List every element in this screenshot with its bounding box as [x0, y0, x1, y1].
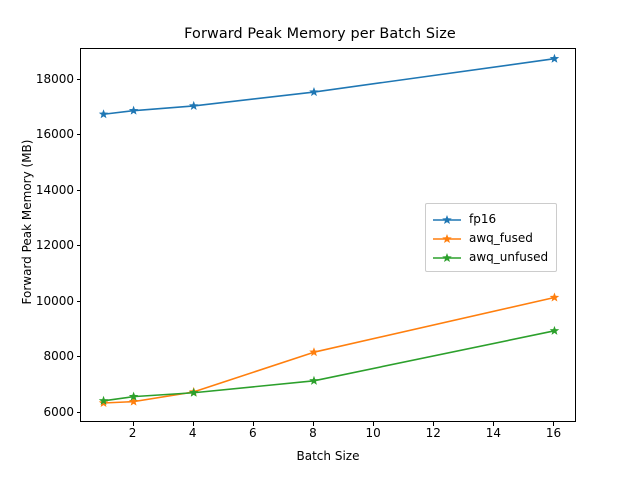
data-point-marker — [188, 387, 199, 397]
data-point-marker — [309, 375, 319, 385]
data-point-marker — [128, 105, 139, 115]
data-point-marker — [128, 396, 139, 406]
y-tick-label: 8000 — [43, 349, 74, 364]
legend-line-marker-icon — [432, 250, 462, 264]
x-axis-label: Batch Size — [296, 449, 360, 463]
chart-title: Forward Peak Memory per Batch Size — [184, 26, 456, 42]
y-tick-label: 10000 — [35, 293, 74, 308]
x-tick-mark — [132, 422, 134, 426]
series-awq_fused — [98, 292, 560, 408]
x-tick-mark — [493, 422, 495, 426]
y-tick-label: 16000 — [35, 127, 74, 142]
data-point-marker — [549, 292, 560, 302]
x-tick-mark — [433, 422, 435, 426]
y-tick-label-group: 6000 8000 10000 12000 14000 16000 18000 — [20, 48, 74, 422]
plot-axes — [80, 48, 576, 422]
x-tick-mark — [252, 422, 254, 426]
x-tick-label: 16 — [545, 426, 562, 440]
legend-item-awq_unfused: awq_unfused — [432, 247, 548, 266]
x-tick-mark — [373, 422, 375, 426]
y-axis-label: Forward Peak Memory (MB) — [20, 139, 34, 305]
series-awq_unfused — [98, 325, 560, 405]
y-tick-label: 18000 — [35, 71, 74, 86]
x-tick-mark — [312, 422, 314, 426]
x-tick-label: 2 — [128, 426, 137, 440]
x-tick-label-group: 2 4 6 8 10 12 14 16 — [80, 426, 576, 446]
chart-legend: fp16 awq_fused awq_unfused — [425, 203, 558, 272]
x-tick-label: 14 — [485, 426, 501, 440]
legend-item-awq_fused: awq_fused — [432, 228, 548, 247]
legend-label: awq_unfused — [469, 249, 549, 264]
legend-line-marker-icon — [432, 212, 462, 226]
x-tick-label: 10 — [365, 426, 381, 440]
data-point-marker — [309, 87, 319, 97]
series-line — [102, 57, 556, 116]
series-lines — [98, 53, 560, 408]
y-tick-mark — [76, 356, 80, 358]
y-tick-label: 12000 — [35, 238, 74, 253]
legend-item-fp16: fp16 — [432, 209, 548, 228]
data-point-marker — [549, 53, 560, 63]
y-tick-label: 14000 — [35, 182, 74, 197]
x-tick-mark — [192, 422, 194, 426]
y-tick-mark — [76, 189, 80, 191]
x-tick-mark — [553, 422, 555, 426]
x-tick-label: 12 — [425, 426, 441, 440]
data-point-marker — [98, 109, 109, 119]
data-point-marker — [549, 325, 560, 335]
x-tick-label: 4 — [188, 426, 197, 440]
y-tick-label: 6000 — [43, 404, 74, 419]
y-tick-mark — [76, 300, 80, 302]
plot-area — [81, 49, 575, 421]
data-point-marker — [188, 100, 199, 110]
x-tick-label: 6 — [249, 426, 257, 440]
y-tick-mark — [76, 78, 80, 80]
series-line — [102, 296, 556, 404]
data-point-marker — [98, 395, 109, 405]
legend-label: fp16 — [469, 211, 497, 226]
data-point-marker — [309, 347, 319, 357]
y-tick-mark — [76, 411, 80, 413]
legend-line-marker-icon — [432, 231, 462, 245]
x-tick-label: 8 — [309, 426, 317, 440]
y-tick-mark — [76, 245, 80, 247]
data-point-marker — [128, 391, 139, 401]
series-fp16 — [98, 53, 560, 119]
series-line — [102, 330, 556, 402]
legend-label: awq_fused — [469, 230, 533, 245]
y-tick-mark — [76, 134, 80, 136]
